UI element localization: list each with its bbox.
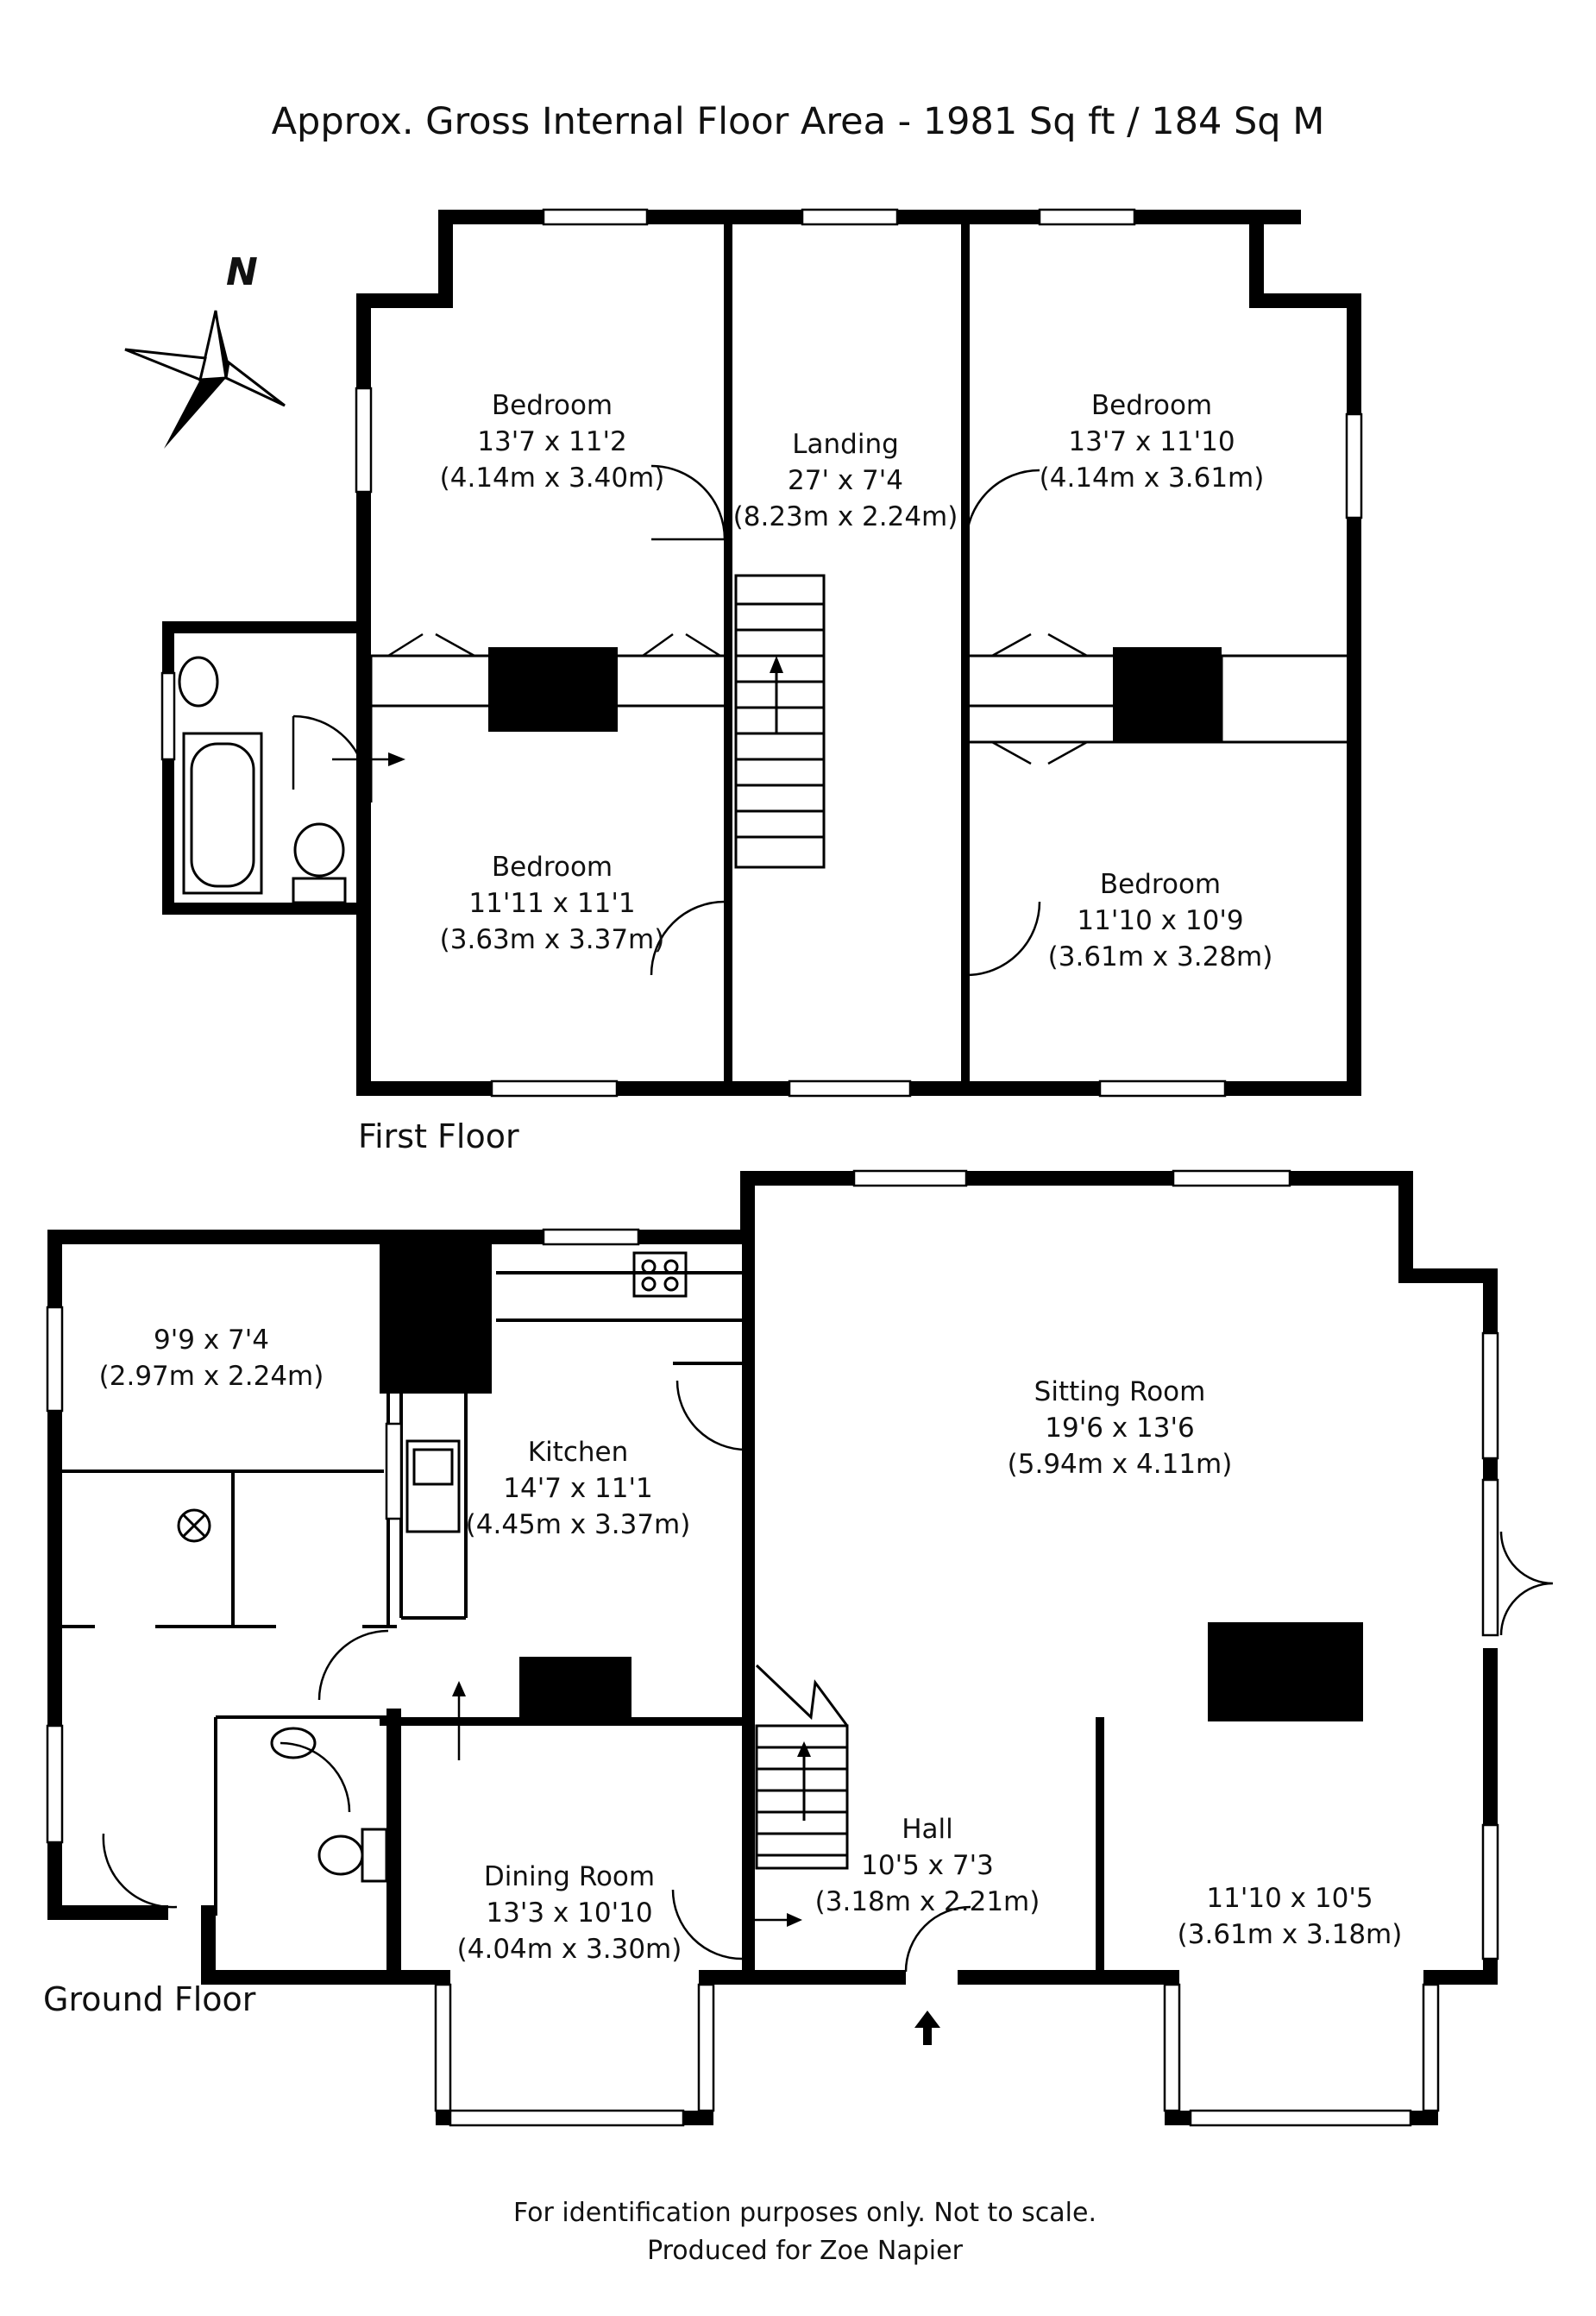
- ground-floor-label: Ground Floor: [43, 1980, 256, 2018]
- svg-text:(3.18m x 2.21m): (3.18m x 2.21m): [815, 1886, 1040, 1917]
- sink-icon: [405, 1439, 461, 1533]
- entrance-arrow-icon: [914, 2011, 940, 2045]
- room-bedroom-sw: Bedroom 11'11 x 11'1 (3.63m x 3.37m): [440, 852, 665, 955]
- svg-text:Sitting Room: Sitting Room: [1034, 1376, 1206, 1407]
- boiler-icon: [177, 1508, 211, 1543]
- svg-text:Landing: Landing: [792, 429, 899, 460]
- footer-credit: Produced for Zoe Napier: [647, 2236, 964, 2266]
- footer-disclaimer: For identification purposes only. Not to…: [513, 2198, 1096, 2228]
- svg-text:9'9 x 7'4: 9'9 x 7'4: [154, 1325, 269, 1356]
- room-landing: Landing 27' x 7'4 (8.23m x 2.24m): [733, 429, 958, 532]
- ground-floor-plan: 9'9 x 7'4 (2.97m x 2.24m) Kitchen 14'7 x…: [43, 1169, 1554, 2127]
- svg-text:(3.61m x 3.18m): (3.61m x 3.18m): [1178, 1919, 1403, 1950]
- bath-icon: [182, 732, 263, 895]
- svg-text:(2.97m x 2.24m): (2.97m x 2.24m): [99, 1361, 324, 1392]
- svg-text:(4.45m x 3.37m): (4.45m x 3.37m): [466, 1509, 691, 1540]
- svg-text:(4.14m x 3.61m): (4.14m x 3.61m): [1040, 463, 1265, 494]
- svg-text:11'10 x 10'9: 11'10 x 10'9: [1077, 905, 1243, 936]
- svg-text:(3.63m x 3.37m): (3.63m x 3.37m): [440, 924, 665, 955]
- room-dining: Dining Room 13'3 x 10'10 (4.04m x 3.30m): [457, 1861, 682, 1965]
- svg-text:27' x 7'4: 27' x 7'4: [788, 465, 903, 496]
- room-utility: 9'9 x 7'4 (2.97m x 2.24m): [99, 1325, 324, 1392]
- svg-text:Bedroom: Bedroom: [492, 852, 613, 883]
- svg-text:(4.14m x 3.40m): (4.14m x 3.40m): [440, 463, 665, 494]
- svg-text:11'10 x 10'5: 11'10 x 10'5: [1206, 1883, 1373, 1914]
- compass-north-label: N: [226, 250, 258, 294]
- page-title: Approx. Gross Internal Floor Area - 1981…: [272, 100, 1325, 143]
- room-sitting: Sitting Room 19'6 x 13'6 (5.94m x 4.11m): [1008, 1376, 1233, 1480]
- ground-floor-stairs: [755, 1664, 849, 1870]
- svg-text:Dining Room: Dining Room: [484, 1861, 655, 1892]
- toilet-icon: [292, 822, 347, 904]
- svg-text:(4.04m x 3.30m): (4.04m x 3.30m): [457, 1934, 682, 1965]
- svg-text:Bedroom: Bedroom: [1100, 869, 1221, 900]
- svg-text:(3.61m x 3.28m): (3.61m x 3.28m): [1048, 941, 1273, 972]
- north-arrow-compass-icon: N: [124, 250, 286, 449]
- room-sitting-south: 11'10 x 10'5 (3.61m x 3.18m): [1178, 1883, 1403, 1950]
- svg-text:19'6 x 13'6: 19'6 x 13'6: [1045, 1413, 1194, 1444]
- svg-text:13'3 x 10'10: 13'3 x 10'10: [486, 1897, 652, 1929]
- room-bedroom-nw: Bedroom 13'7 x 11'2 (4.14m x 3.40m): [440, 390, 665, 494]
- room-kitchen: Kitchen 14'7 x 11'1 (4.45m x 3.37m): [466, 1437, 691, 1540]
- room-bedroom-ne: Bedroom 13'7 x 11'10 (4.14m x 3.61m): [1040, 390, 1265, 494]
- svg-text:Bedroom: Bedroom: [492, 390, 613, 421]
- svg-text:(8.23m x 2.24m): (8.23m x 2.24m): [733, 501, 958, 532]
- cloakroom-toilet-icon: [317, 1828, 388, 1883]
- cloakroom-basin-icon: [270, 1727, 317, 1759]
- svg-text:Bedroom: Bedroom: [1091, 390, 1212, 421]
- svg-text:14'7 x 11'1: 14'7 x 11'1: [503, 1473, 652, 1504]
- svg-text:11'11 x 11'1: 11'11 x 11'1: [468, 888, 635, 919]
- svg-text:13'7 x 11'10: 13'7 x 11'10: [1068, 426, 1235, 457]
- first-floor-stairs: [734, 574, 826, 869]
- first-floor-plan: Bedroom 13'7 x 11'2 (4.14m x 3.40m) Land…: [160, 208, 1363, 1155]
- svg-text:13'7 x 11'2: 13'7 x 11'2: [477, 426, 626, 457]
- svg-text:Hall: Hall: [902, 1814, 953, 1845]
- svg-text:10'5 x 7'3: 10'5 x 7'3: [861, 1850, 994, 1881]
- basin-icon: [178, 656, 219, 708]
- room-bedroom-se: Bedroom 11'10 x 10'9 (3.61m x 3.28m): [1048, 869, 1273, 972]
- hob-icon: [632, 1251, 688, 1298]
- svg-text:Kitchen: Kitchen: [528, 1437, 629, 1468]
- svg-text:(5.94m x 4.11m): (5.94m x 4.11m): [1008, 1449, 1233, 1480]
- first-floor-label: First Floor: [358, 1117, 519, 1155]
- room-hall: Hall 10'5 x 7'3 (3.18m x 2.21m): [815, 1814, 1040, 1917]
